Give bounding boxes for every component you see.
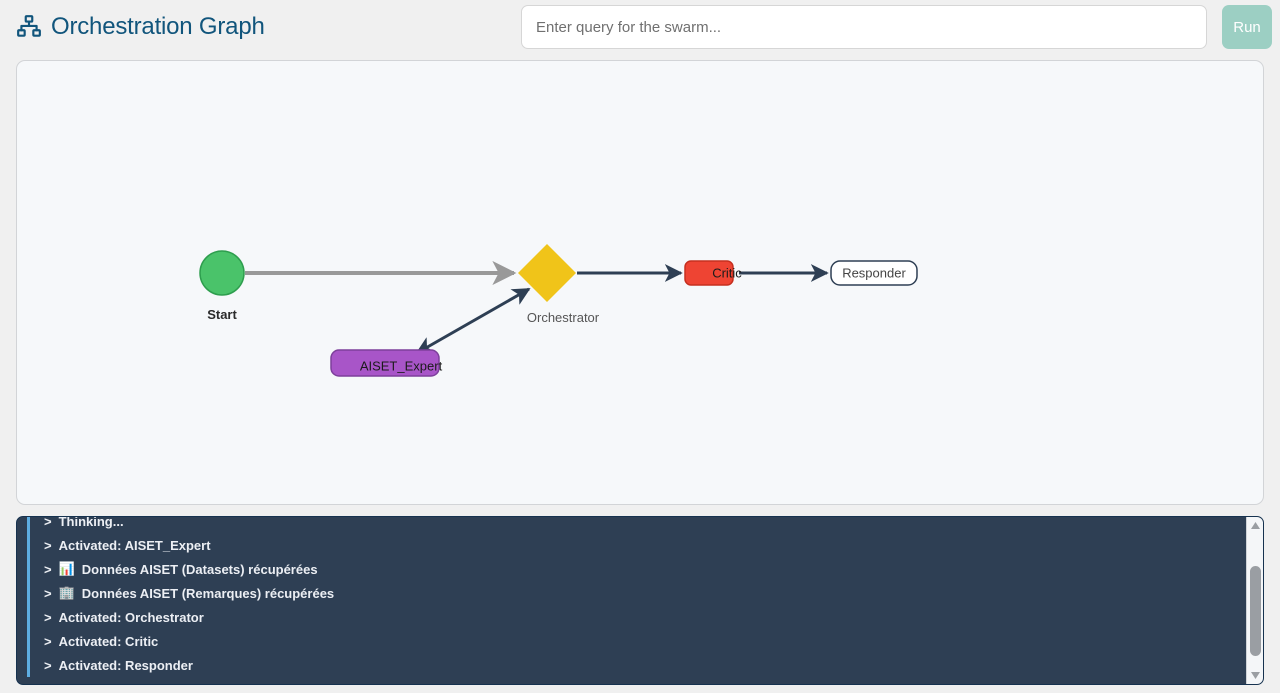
- edge-orchestrator-to-aiset-expert: [415, 287, 531, 355]
- search-input[interactable]: [521, 5, 1207, 49]
- run-button[interactable]: Run: [1222, 5, 1272, 49]
- building-icon: 🏢: [58, 585, 75, 601]
- title-block: Orchestration Graph: [16, 13, 265, 41]
- log-line-prefix: >: [44, 585, 52, 601]
- log-line-prefix: >: [44, 517, 52, 529]
- activity-log-panel: > Thinking... > Activated: AISET_Expert …: [16, 516, 1264, 685]
- log-line-text: Activated: AISET_Expert: [58, 537, 211, 553]
- graph-node-start-label: Start: [207, 307, 237, 322]
- orchestration-graph-canvas[interactable]: AISET_Expert Critic Responder Start Orch…: [16, 60, 1264, 505]
- activity-log-list[interactable]: > Thinking... > Activated: AISET_Expert …: [17, 517, 1247, 684]
- log-line-prefix: >: [44, 537, 52, 553]
- log-line-prefix: >: [44, 561, 52, 577]
- page-title: Orchestration Graph: [51, 13, 265, 40]
- graph-node-orchestrator-label: Orchestrator: [526, 310, 600, 325]
- log-line-prefix: >: [44, 633, 52, 649]
- log-line-text: Activated: Responder: [58, 657, 193, 673]
- log-line-text: Données AISET (Datasets) récupérées: [81, 561, 318, 577]
- graph-node-critic[interactable]: Critic: [684, 260, 742, 286]
- log-line: > 🏢 Données AISET (Remarques) récupérées: [27, 581, 1247, 605]
- log-line-text: Activated: Critic: [58, 633, 159, 649]
- log-line: > 📊 Données AISET (Datasets) récupérées: [27, 557, 1247, 581]
- scrollbar-thumb[interactable]: [1250, 566, 1261, 656]
- sitemap-icon: [17, 15, 41, 37]
- bar-chart-icon: 📊: [58, 561, 75, 577]
- log-line: > Thinking...: [27, 517, 1247, 533]
- log-line: > Activated: Critic: [27, 629, 1247, 653]
- log-line: > Activated: Orchestrator: [27, 605, 1247, 629]
- scrollbar-up-arrow-icon[interactable]: [1247, 517, 1263, 534]
- log-line-text: Données AISET (Remarques) récupérées: [81, 585, 335, 601]
- graph-node-aiset-expert-label: AISET_Expert: [360, 358, 443, 373]
- log-line-prefix: >: [44, 609, 52, 625]
- log-line: > Activated: Responder: [27, 653, 1247, 677]
- graph-node-critic-label: Critic: [712, 265, 742, 280]
- graph-node-responder-label: Responder: [842, 265, 906, 280]
- graph-node-aiset-expert[interactable]: AISET_Expert: [330, 349, 443, 377]
- log-line-text: Activated: Orchestrator: [58, 609, 204, 625]
- graph-svg: AISET_Expert Critic Responder: [199, 244, 918, 377]
- log-line-text: Thinking...: [58, 517, 124, 529]
- log-line: > Activated: AISET_Expert: [27, 533, 1247, 557]
- log-line-prefix: >: [44, 657, 52, 673]
- graph-node-start[interactable]: [199, 250, 245, 296]
- search-field-wrapper: [521, 5, 1207, 49]
- scrollbar-down-arrow-icon[interactable]: [1247, 667, 1263, 684]
- graph-node-responder[interactable]: Responder: [830, 260, 918, 286]
- graph-node-orchestrator[interactable]: [518, 244, 576, 302]
- log-scrollbar[interactable]: [1246, 517, 1263, 684]
